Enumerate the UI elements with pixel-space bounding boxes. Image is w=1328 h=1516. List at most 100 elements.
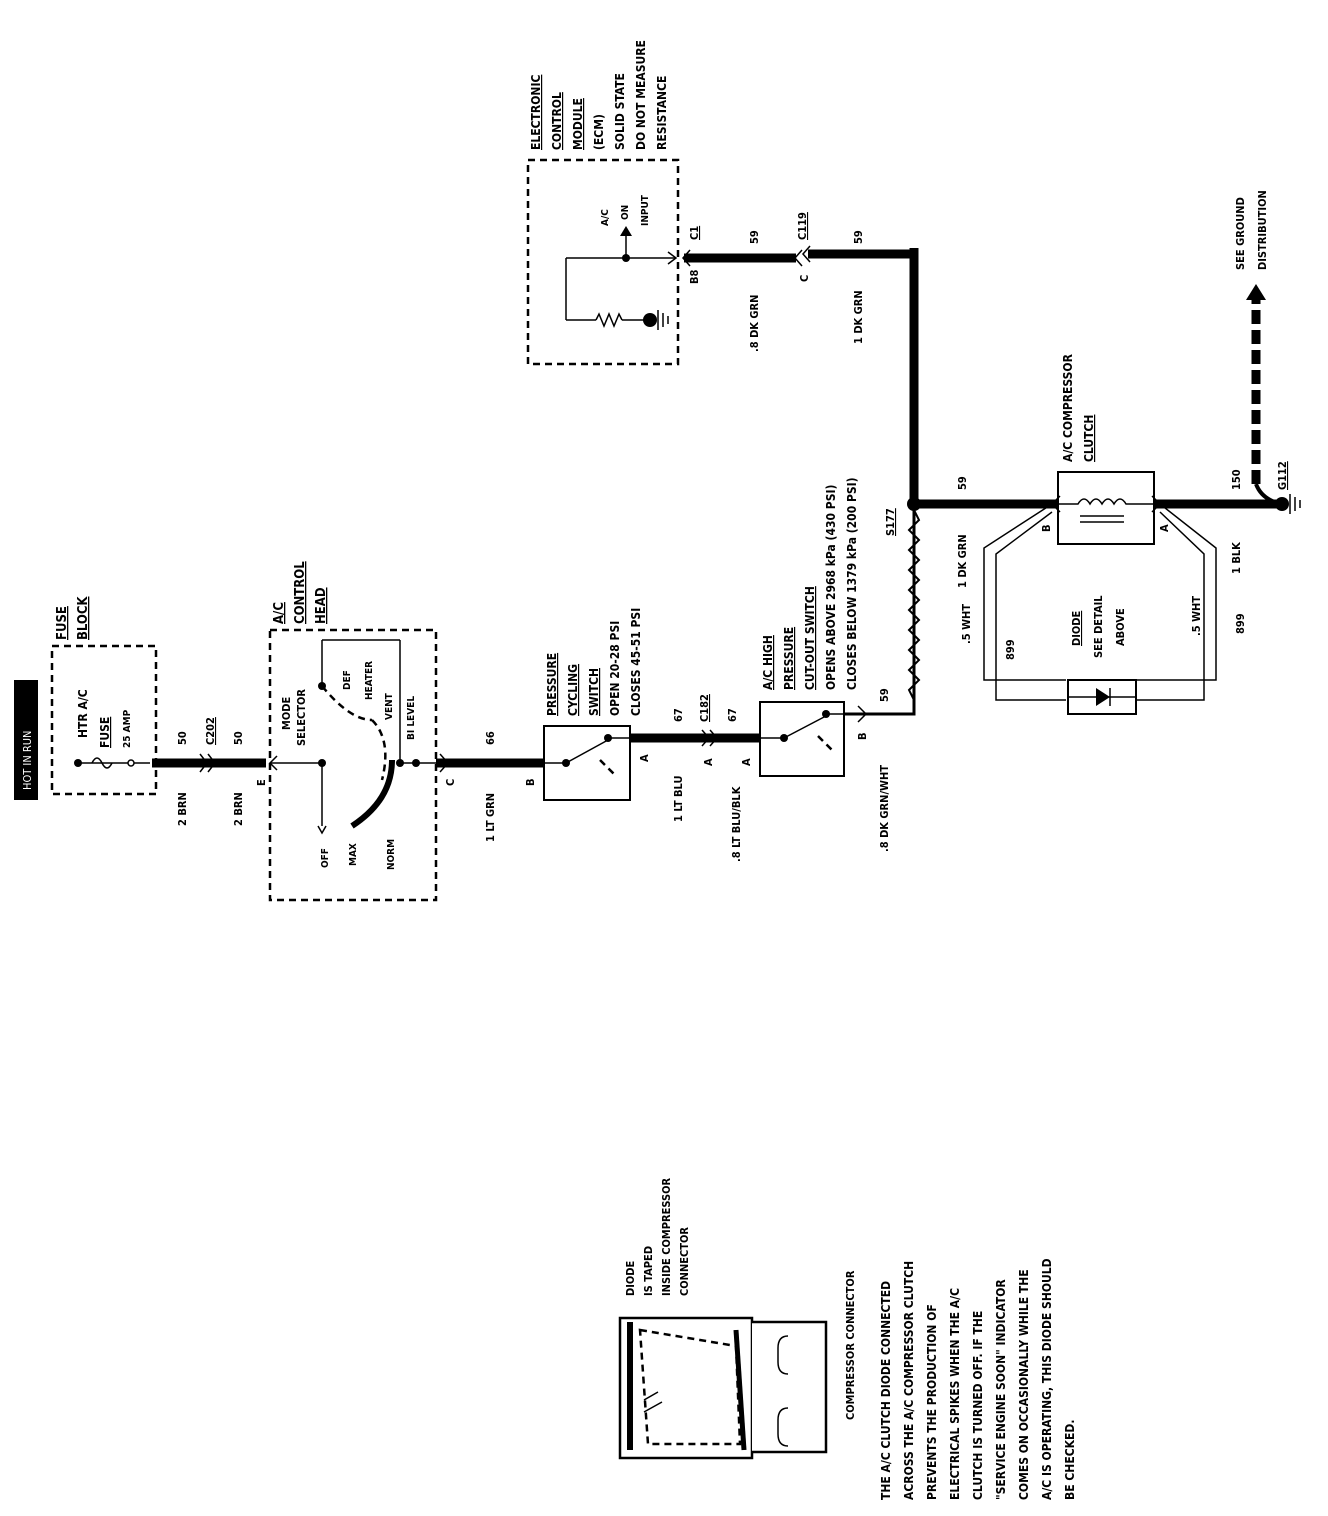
w6-spec: .8 DK GRN/WHT: [878, 765, 891, 852]
arrow-up-icon: [620, 226, 632, 236]
detail-para-7: COMES ON OCCASIONALLY WHILE THE: [1017, 1269, 1031, 1500]
detail-note-1: DIODE: [624, 1260, 637, 1296]
w8-spec: 1 DK GRN: [852, 290, 865, 344]
detail-caption: COMPRESSOR CONNECTOR: [844, 1270, 857, 1420]
w3-pin-b: B: [524, 778, 537, 786]
clutch-pin-b: B: [1040, 524, 1053, 532]
ecm-line-3: MODULE: [571, 98, 585, 150]
detail-para-6: "SERVICE ENGINE SOON" INDICATOR: [994, 1279, 1008, 1500]
c182-label: C182: [698, 694, 711, 722]
w4-spec: 1 LT BLU: [672, 776, 685, 823]
c182-connector-icon: [701, 729, 718, 747]
w2-pin: E: [255, 779, 268, 786]
detail-note-3: INSIDE COMPRESSOR: [660, 1177, 673, 1296]
w6-circuit: 59: [878, 688, 891, 702]
diode-line-1: DIODE: [1070, 610, 1083, 646]
fuse-label: FUSE: [98, 717, 112, 748]
detail-para-3: PREVENTS THE PRODUCTION OF: [925, 1304, 939, 1500]
pos-norm: NORM: [386, 839, 397, 870]
w2-spec: 2 BRN: [232, 792, 245, 826]
w8-circuit: 59: [852, 230, 865, 244]
pcs-line-1: PRESSURE: [545, 653, 559, 716]
diode-wire-right-spec: .5 WHT: [1190, 596, 1203, 636]
fuse-rating: 25 AMP: [122, 709, 133, 748]
ac-control-head: A/C CONTROL HEAD MODE SELECTOR DEF HEATE…: [268, 561, 438, 902]
fuse-icon: [91, 757, 113, 769]
s177-label: S177: [884, 508, 897, 536]
w10-spec: 1 BLK: [1230, 542, 1243, 574]
hps-line-2: PRESSURE: [782, 627, 796, 690]
splice-s177: 59 1 DK GRN: [907, 248, 1058, 588]
diode-wire-left-circuit: 899: [1004, 639, 1017, 660]
diode-line-3: ABOVE: [1114, 608, 1127, 646]
c202-connector-icon: [199, 753, 216, 773]
pcs-line-4: OPEN 20-28 PSI: [608, 621, 622, 716]
hps-line-3: CUT-OUT SWITCH: [803, 586, 817, 690]
detail-para-9: BE CHECKED.: [1063, 1420, 1077, 1500]
pos-vent: VENT: [384, 692, 395, 720]
diode-wire-right-circuit: 899: [1234, 613, 1247, 634]
pos-max: MAX: [348, 843, 359, 866]
pcs-line-2: CYCLING: [566, 664, 580, 716]
w9-pin-b8: B8: [688, 269, 701, 284]
w3-spec: 1 LT GRN: [484, 793, 497, 842]
ecm-line-6: DO NOT MEASURE: [634, 40, 648, 150]
g112-ground-icon: [1289, 494, 1301, 514]
compressor-connector-detail: DIODE IS TAPED INSIDE COMPRESSOR CONNECT…: [618, 1177, 1077, 1500]
clutch-pin-a: A: [1158, 524, 1171, 532]
w1-circuit: 50: [176, 731, 189, 745]
fuse-block-title-2: BLOCK: [76, 596, 91, 640]
wire-150-ground: 150 G112 1 BLK SEE GROUND DISTRIBUTION: [1154, 190, 1301, 574]
wire-59-switch-to-splice: B 59 .8 DK GRN/WHT S177: [844, 508, 921, 852]
ecm-line-1: ELECTRONIC: [529, 75, 543, 150]
control-head-title-3: HEAD: [314, 587, 329, 624]
w1-spec: 2 BRN: [176, 792, 189, 826]
c119-connector-icon: [794, 245, 811, 267]
detail-para-4: ELECTRICAL SPIKES WHEN THE A/C: [948, 1288, 962, 1500]
ecm-line-4: (ECM): [592, 114, 606, 150]
resistor-icon: [595, 312, 623, 328]
c119-label: C119: [796, 212, 809, 240]
w4-pin-a: A: [638, 754, 651, 762]
pcs-line-3: SWITCH: [587, 668, 601, 716]
ecm-line-5: SOLID STATE: [613, 73, 627, 150]
ground-icon: [657, 310, 669, 330]
ground-line-2: DISTRIBUTION: [1256, 190, 1269, 270]
w10-circuit: 150: [1230, 469, 1243, 490]
w7-spec: 1 DK GRN: [956, 534, 969, 588]
w9-circuit: 59: [748, 230, 761, 244]
w2-circuit: 50: [232, 731, 245, 745]
g112-label: G112: [1276, 461, 1289, 490]
ecm-input-2: ON: [620, 205, 631, 220]
coil-icon: [1058, 498, 1154, 506]
hps-line-4: OPENS ABOVE 2968 kPa (430 PSI): [824, 485, 838, 690]
pos-def: DEF: [342, 670, 353, 690]
pressure-cycling-switch: PRESSURE CYCLING SWITCH OPEN 20-28 PSI C…: [543, 608, 651, 801]
clutch-title-2: CLUTCH: [1082, 415, 1096, 462]
w5-spec: .8 LT BLU/BLK: [730, 786, 743, 862]
detail-para-1: THE A/C CLUTCH DIODE CONNECTED: [879, 1281, 893, 1500]
ecm-module: ELECTRONIC CONTROL MODULE (ECM) SOLID ST…: [526, 40, 680, 366]
wire-66: C 66 1 LT GRN B: [436, 731, 544, 842]
diode-line-2: SEE DETAIL: [1092, 595, 1105, 658]
c1-label: C1: [688, 226, 701, 240]
ecm-input-3: INPUT: [640, 194, 651, 226]
hps-line-1: A/C HIGH: [761, 635, 775, 690]
ecm-line-2: CONTROL: [550, 92, 564, 150]
pcs-line-5: CLOSES 45-51 PSI: [629, 608, 643, 716]
pos-heater: HEATER: [364, 661, 375, 700]
ground-line-1: SEE GROUND: [1234, 197, 1247, 270]
hot-in-run-label: HOT IN RUN: [21, 731, 34, 790]
wire-59-to-ecm: 59 1 DK GRN C C119 59 .8 DK GRN C1 B8: [682, 212, 914, 352]
detail-para-8: A/C IS OPERATING, THIS DIODE SHOULD: [1040, 1258, 1054, 1500]
fuse-block-title-1: FUSE: [55, 606, 70, 640]
detail-para-2: ACROSS THE A/C COMPRESSOR CLUTCH: [902, 1261, 916, 1500]
w7-circuit: 59: [956, 476, 969, 490]
pos-off: OFF: [320, 848, 331, 868]
pos-bilevel: BI LEVEL: [406, 696, 417, 740]
ecm-input-1: A/C: [600, 209, 611, 226]
w6-pin-b: B: [856, 732, 869, 740]
mode-label-1: MODE: [280, 697, 293, 730]
fuse-block: FUSE BLOCK HTR A/C FUSE 25 AMP: [50, 596, 158, 796]
diode-circuit: DIODE SEE DETAIL ABOVE .5 WHT 899 .5 WHT…: [960, 503, 1247, 715]
